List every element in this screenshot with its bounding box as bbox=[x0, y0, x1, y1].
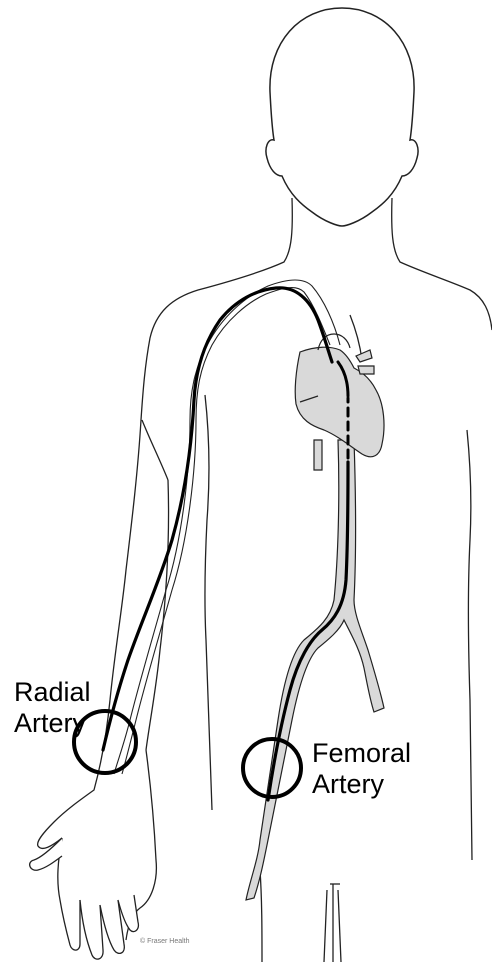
heart-icon bbox=[295, 334, 384, 457]
radial-label-line2: Artery bbox=[14, 708, 91, 739]
head-outline-icon bbox=[266, 8, 418, 226]
aorta-vessel-icon bbox=[246, 440, 384, 900]
femoral-label-line1: Femoral bbox=[312, 738, 411, 769]
copyright-credit: © Fraser Health bbox=[140, 938, 190, 945]
radial-label-line1: Radial bbox=[14, 677, 91, 708]
femoral-artery-label: Femoral Artery bbox=[312, 738, 411, 800]
leg-outline-icon bbox=[260, 870, 341, 962]
hand-outline-icon bbox=[30, 838, 139, 959]
radial-artery-label: Radial Artery bbox=[14, 677, 91, 739]
femoral-label-line2: Artery bbox=[312, 769, 411, 800]
